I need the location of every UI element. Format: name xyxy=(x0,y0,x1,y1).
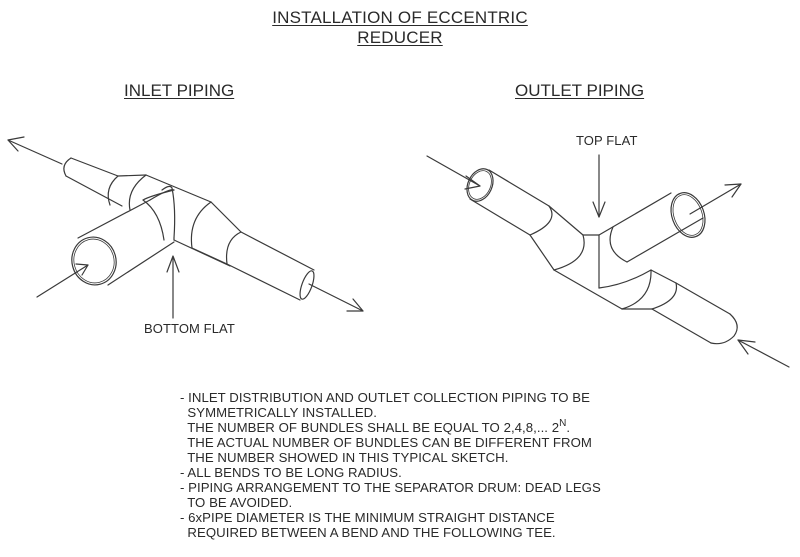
page-title-line-1: INSTALLATION OF ECCENTRIC xyxy=(272,8,528,27)
superscript-n: N xyxy=(559,418,567,429)
inlet-flow-in-arrow xyxy=(36,263,89,298)
note-period: . xyxy=(566,420,571,435)
outlet-flow-in-left-arrow xyxy=(426,155,481,190)
note-line: SYMMETRICALLY INSTALLED. xyxy=(180,405,377,420)
top-flat-label: TOP FLAT xyxy=(576,133,638,148)
note-line: THE ACTUAL NUMBER OF BUNDLES CAN BE DIFF… xyxy=(180,435,592,450)
note-line: - PIPING ARRANGEMENT TO THE SEPARATOR DR… xyxy=(180,480,601,495)
bottom-flat-pointer-arrow xyxy=(166,255,180,319)
inlet-piping-diagram xyxy=(7,136,364,319)
inlet-flow-out-right-arrow xyxy=(308,283,364,312)
outlet-flow-out-arrow xyxy=(689,183,742,215)
note-text: THE NUMBER OF BUNDLES SHALL BE EQUAL TO … xyxy=(180,420,560,435)
note-line-bundles: THE NUMBER OF BUNDLES SHALL BE EQUAL TO … xyxy=(180,418,601,436)
note-line: REQUIRED BETWEEN A BEND AND THE FOLLOWIN… xyxy=(180,525,556,540)
installation-notes: - INLET DISTRIBUTION AND OUTLET COLLECTI… xyxy=(180,390,601,540)
top-flat-pointer-arrow xyxy=(592,154,606,218)
page-title-line-2: REDUCER xyxy=(357,28,443,47)
inlet-piping-heading: INLET PIPING xyxy=(124,81,235,100)
outlet-piping-diagram xyxy=(426,154,790,368)
bottom-flat-label: BOTTOM FLAT xyxy=(144,321,235,336)
note-line: - INLET DISTRIBUTION AND OUTLET COLLECTI… xyxy=(180,390,590,405)
note-line: - ALL BENDS TO BE LONG RADIUS. xyxy=(180,465,402,480)
note-line: - 6xPIPE DIAMETER IS THE MINIMUM STRAIGH… xyxy=(180,510,555,525)
note-line: TO BE AVOIDED. xyxy=(180,495,293,510)
outlet-piping-heading: OUTLET PIPING xyxy=(515,81,645,100)
inlet-flow-out-left-arrow xyxy=(7,136,63,165)
outlet-flow-in-right-arrow xyxy=(737,339,790,368)
note-line: THE NUMBER SHOWED IN THIS TYPICAL SKETCH… xyxy=(180,450,509,465)
